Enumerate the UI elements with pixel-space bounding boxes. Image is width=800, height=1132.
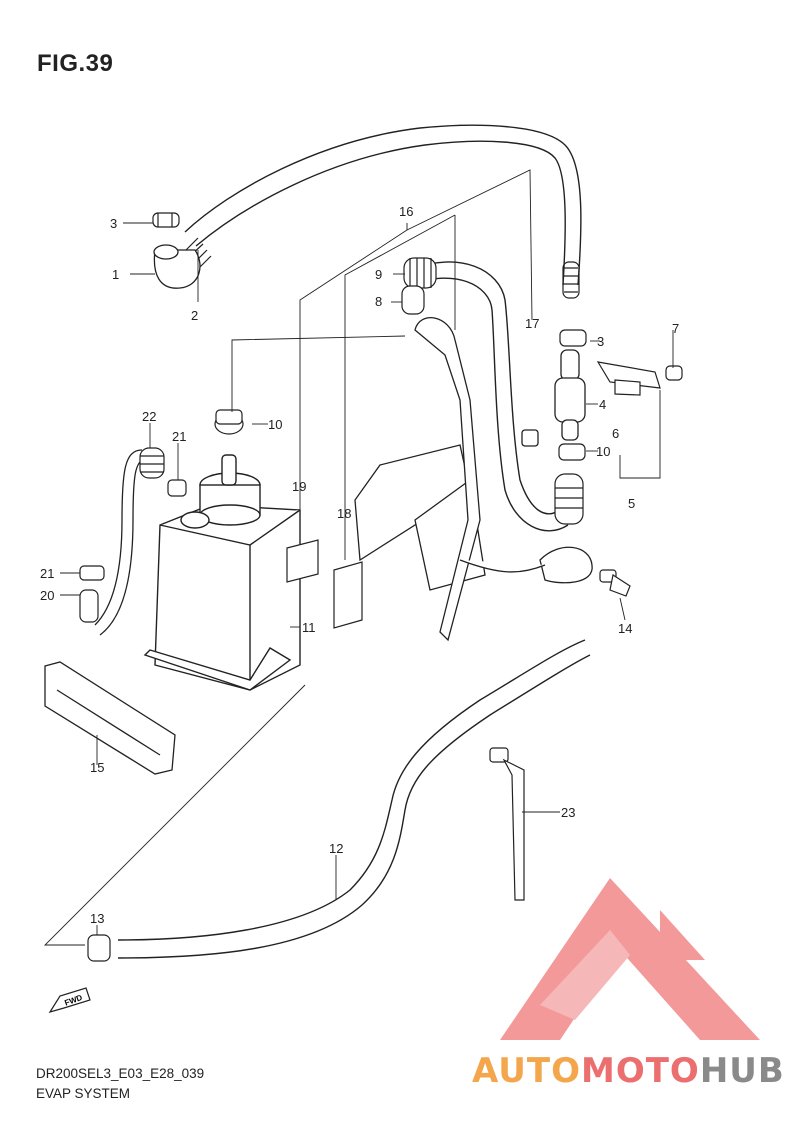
callout-21-lower: 21 xyxy=(40,566,54,581)
elbow-joint-part-1 xyxy=(153,244,201,289)
callout-21-upper: 21 xyxy=(172,429,186,444)
watermark-brand-text: AUTOMOTOHUB xyxy=(472,1051,785,1091)
bolt-part-14 xyxy=(599,569,631,597)
callout-10-right: 10 xyxy=(596,444,610,459)
callout-17: 17 xyxy=(525,316,539,331)
fwd-arrow-icon: FWD xyxy=(48,987,91,1014)
hose-joint-part-9 xyxy=(403,257,437,289)
callout-3-left: 3 xyxy=(110,216,117,231)
watermark-logo-icon xyxy=(500,878,760,1040)
vapor-hose-top xyxy=(184,124,582,286)
brand-part-hub: HUB xyxy=(699,1051,785,1091)
callout-22: 22 xyxy=(142,409,156,424)
hose-rib-ends xyxy=(185,237,580,299)
valve-part-4 xyxy=(554,349,586,441)
callout-12: 12 xyxy=(329,841,343,856)
callout-19: 19 xyxy=(292,479,306,494)
canister-part-11 xyxy=(143,454,301,691)
clamp-part-10-right xyxy=(558,443,586,461)
callout-14: 14 xyxy=(618,621,632,636)
callout-9: 9 xyxy=(375,267,382,282)
hose-end-part-20 xyxy=(79,589,99,623)
vapor-hose-middle xyxy=(409,261,569,532)
clamp-part-21-upper xyxy=(167,479,187,497)
cable-tie-part-23 xyxy=(489,747,525,901)
callout-1: 1 xyxy=(112,267,119,282)
brand-part-auto: AUTO xyxy=(472,1051,581,1091)
connector-part-8 xyxy=(401,285,425,315)
callout-3-right: 3 xyxy=(597,334,604,349)
callout-18: 18 xyxy=(337,506,351,521)
callout-5: 5 xyxy=(628,496,635,511)
clamp-part-3-right xyxy=(559,329,587,347)
bolt-part-7 xyxy=(665,365,683,381)
figure-title: FIG.39 xyxy=(37,50,114,77)
hose-connector-part-22 xyxy=(139,447,165,479)
hose-part-20 xyxy=(94,449,151,636)
clamp-part-10-left xyxy=(214,409,244,435)
brand-part-moto: MOTO xyxy=(580,1051,700,1091)
callout-4: 4 xyxy=(599,397,606,412)
figure-code: DR200SEL3_E03_E28_039 xyxy=(36,1066,205,1081)
callout-16: 16 xyxy=(399,204,413,219)
callout-10-left: 10 xyxy=(268,417,282,432)
callout-23: 23 xyxy=(561,805,575,820)
callout-8: 8 xyxy=(375,294,382,309)
hose-part-lower-right xyxy=(554,473,584,525)
lower-hose-part-12 xyxy=(117,639,591,959)
bracket-arm-part-17 xyxy=(414,317,593,642)
clamp-part-13 xyxy=(87,934,111,962)
callout-numbers: 1 2 3 3 4 5 6 7 8 9 10 10 11 12 13 14 15… xyxy=(40,204,679,926)
figure-name: EVAP SYSTEM xyxy=(36,1086,131,1101)
label-sticker-part-19 xyxy=(286,539,319,583)
callout-7: 7 xyxy=(672,321,679,336)
clamp-part-21-lower xyxy=(79,565,105,581)
callout-11: 11 xyxy=(302,620,316,635)
callout-15: 15 xyxy=(90,760,104,775)
label-sticker-part-18 xyxy=(333,561,363,629)
strap-part-15 xyxy=(44,661,176,775)
callout-2: 2 xyxy=(191,308,198,323)
leader-lines xyxy=(43,169,674,946)
callout-20: 20 xyxy=(40,588,54,603)
callout-6: 6 xyxy=(612,426,619,441)
clamp-part-3-left xyxy=(152,212,180,228)
bracket-part-5 xyxy=(596,361,661,396)
callout-13: 13 xyxy=(90,911,104,926)
